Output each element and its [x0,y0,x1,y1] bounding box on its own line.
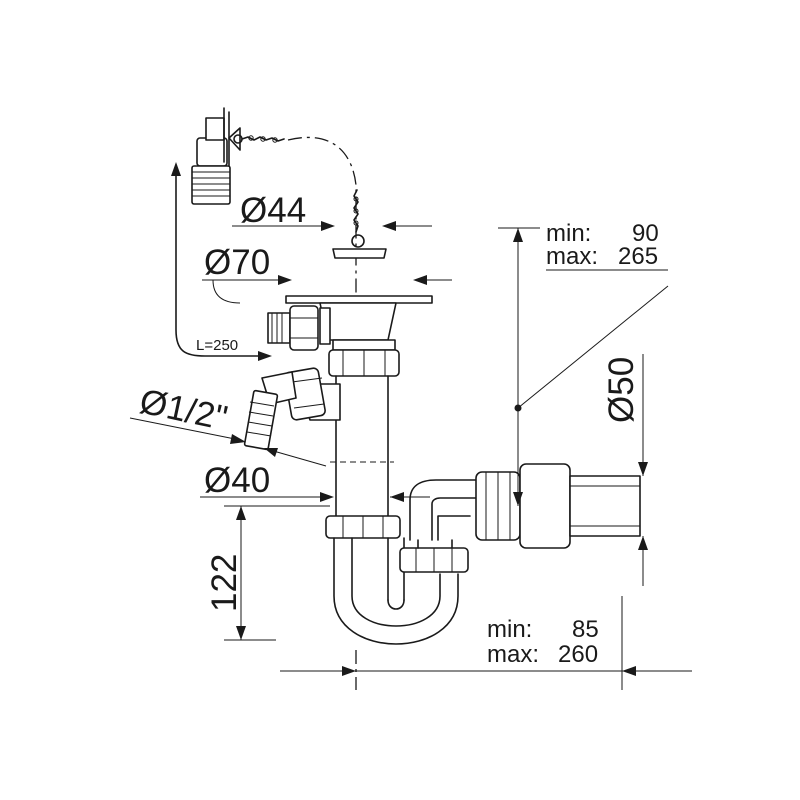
strainer-diameter-label: Ø70 [204,243,270,282]
plug-diameter-dimension [232,221,432,231]
width-min-label: min: [487,616,532,643]
inlet-thread-label: Ø1/2" [136,382,230,439]
hose-length-label: L=250 [196,337,238,354]
height-min-value: 90 [632,220,659,247]
width-range-dimension [280,596,692,690]
overflow-assembly [191,107,285,205]
strainer-diameter-dimension [202,275,452,304]
width-max-value: 260 [558,641,598,668]
overflow-hose-path [171,162,272,361]
strainer-body [285,295,433,377]
outlet-diameter-label: Ø50 [602,357,641,423]
width-min-value: 85 [572,616,599,643]
trap-depth-dimension [224,505,330,641]
inlet-thread-dimension [129,417,327,467]
height-range-dimension [498,227,669,506]
plug-chain [332,189,387,259]
plug-diameter-label: Ø44 [240,191,306,230]
height-min-label: min: [546,220,591,247]
trap-depth-label: 122 [205,554,244,612]
tail-pipe-nut [325,515,401,539]
trap-diameter-dimension [200,492,430,502]
outlet-diameter-dimension [638,354,648,586]
trap-diameter-label: Ø40 [204,461,270,500]
trap-outlet-nut [399,539,469,573]
chain-route-line [287,136,357,310]
appliance-inlet [243,367,341,451]
outlet-pipe [409,463,641,549]
height-max-label: max: [546,243,598,270]
width-max-label: max: [487,641,539,668]
height-max-value: 265 [618,243,658,270]
overflow-connector [267,305,319,351]
